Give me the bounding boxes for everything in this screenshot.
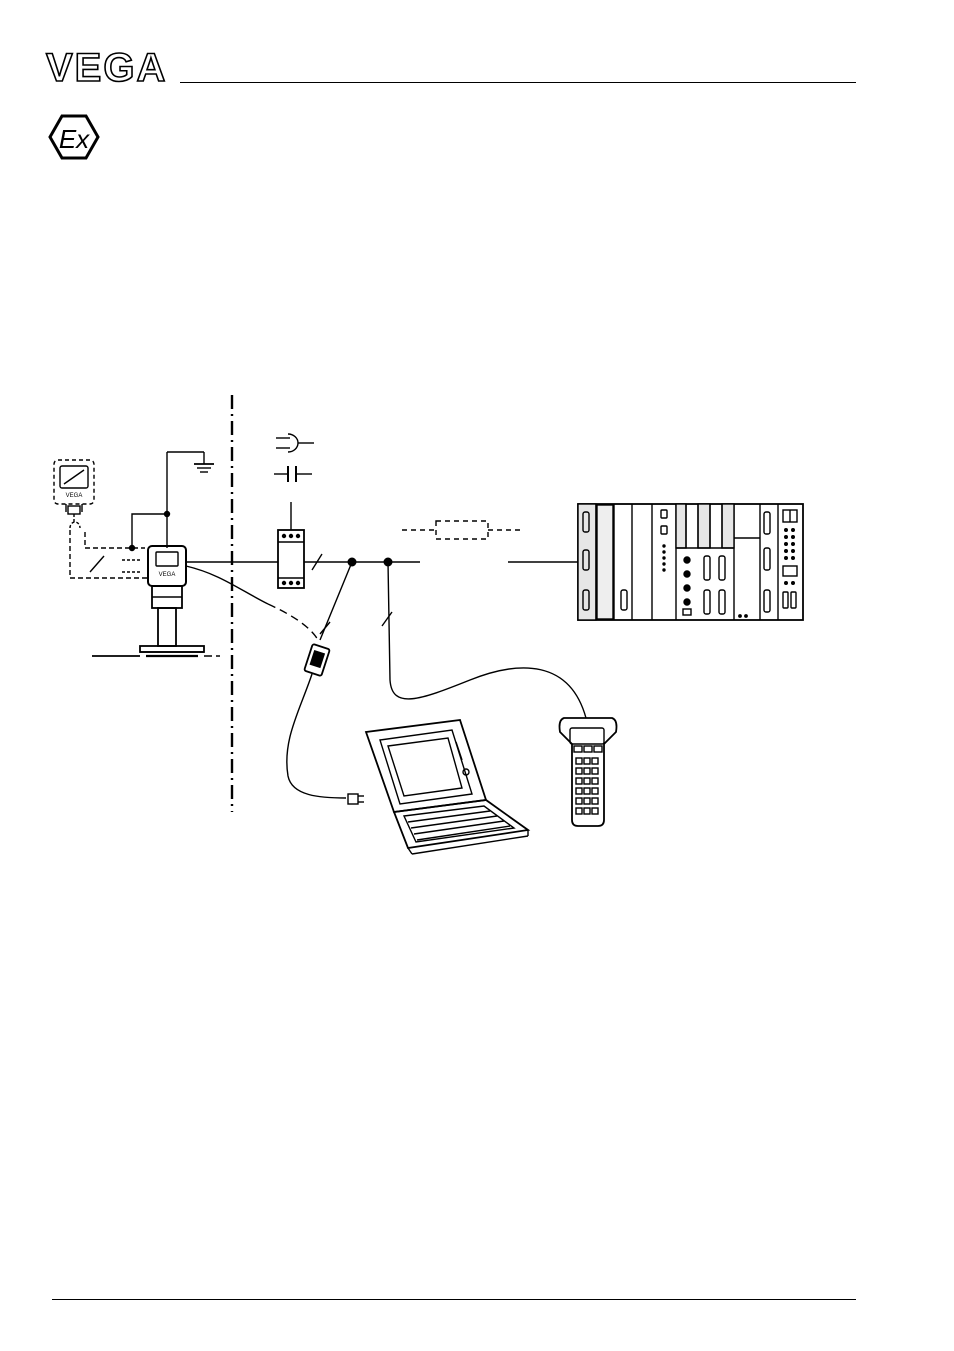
plc-rack <box>578 504 803 620</box>
footer-rule <box>52 1299 856 1300</box>
handheld-cable <box>388 562 586 718</box>
power-supply-unit <box>278 502 304 588</box>
optional-component <box>402 521 520 539</box>
ex-mark: Ex <box>50 116 98 158</box>
ex-mark-label: Ex <box>59 124 90 154</box>
interface-adapter <box>287 644 364 804</box>
ground-connection <box>130 452 215 551</box>
hart-handheld <box>560 718 617 826</box>
device-label: VEGA <box>159 572 176 578</box>
signal-line <box>186 554 578 570</box>
adapter-cable <box>186 562 392 640</box>
indicator-label: VEGA <box>66 493 83 499</box>
power-supply-symbols <box>274 434 314 482</box>
laptop <box>366 720 528 854</box>
indicator-module: VEGA <box>54 460 150 578</box>
